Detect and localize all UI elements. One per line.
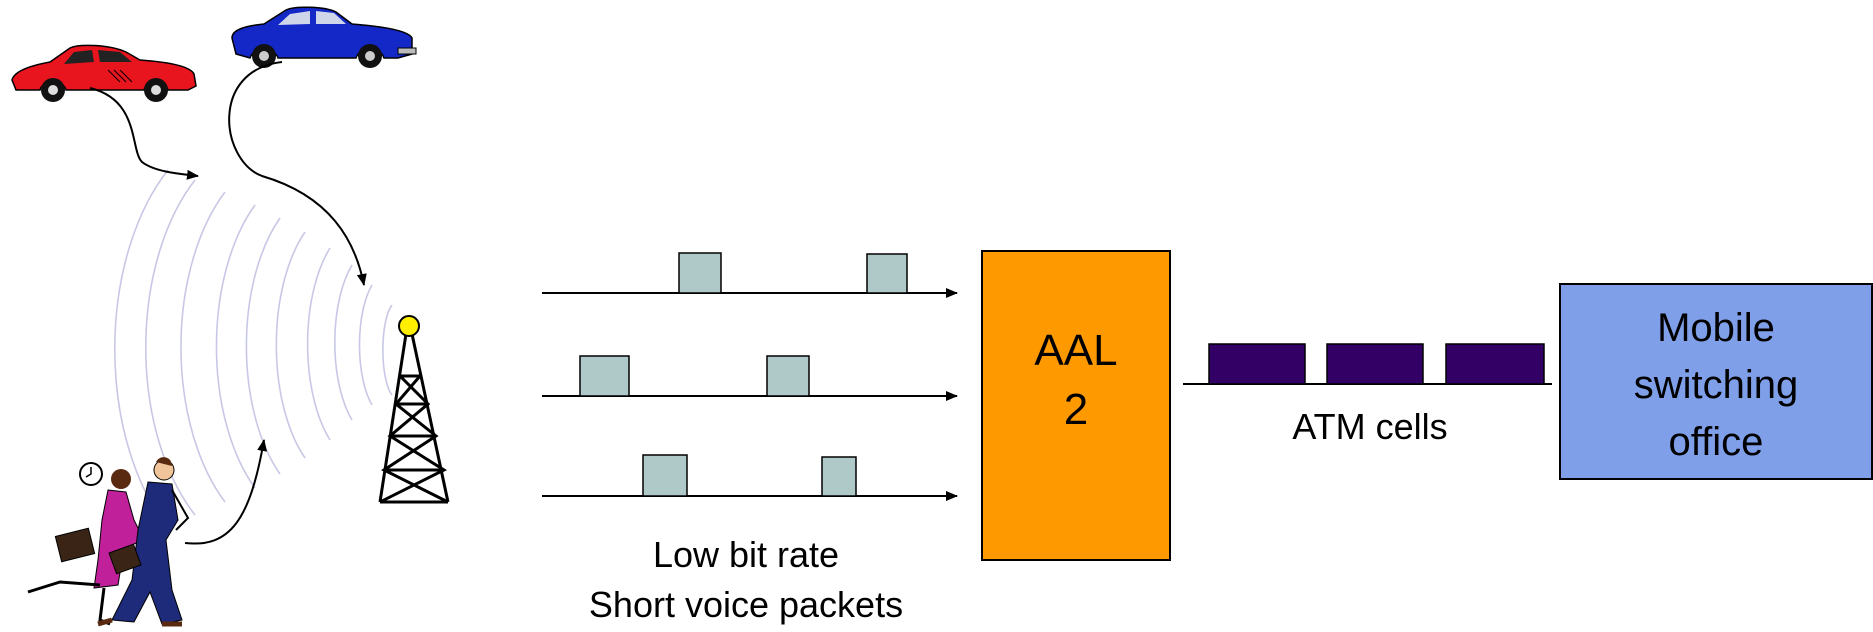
red-car-icon: [11, 44, 197, 102]
radio-tower-icon: [378, 315, 450, 504]
msc-label-line2: switching: [1634, 363, 1799, 407]
voice-packet: [579, 355, 630, 397]
mobile-switching-office-box: [1559, 283, 1873, 480]
voice-packet: [678, 252, 722, 294]
input-caption-line2: Short voice packets: [589, 584, 903, 625]
aal2-label-line2: 2: [1064, 385, 1088, 434]
msc-label-line3: office: [1669, 420, 1764, 464]
atm-cell: [1208, 343, 1306, 385]
aal2-label-line1: AAL: [1034, 326, 1117, 375]
input-caption-line1: Low bit rate: [653, 534, 839, 575]
msc-label-line1: Mobile: [1657, 306, 1775, 350]
input-lines: [542, 252, 958, 501]
blue-car-icon: [231, 6, 417, 68]
atm-cell: [1326, 343, 1424, 385]
voice-packet: [642, 454, 688, 497]
atm-cells-label: ATM cells: [1292, 406, 1447, 447]
voice-packet: [821, 456, 857, 497]
atm-cell: [1445, 343, 1545, 385]
voice-packet: [766, 355, 810, 397]
running-people-icon: [27, 457, 190, 627]
user-arrows: [89, 61, 367, 545]
voice-packet: [866, 253, 908, 294]
aal2-box: [981, 250, 1171, 561]
